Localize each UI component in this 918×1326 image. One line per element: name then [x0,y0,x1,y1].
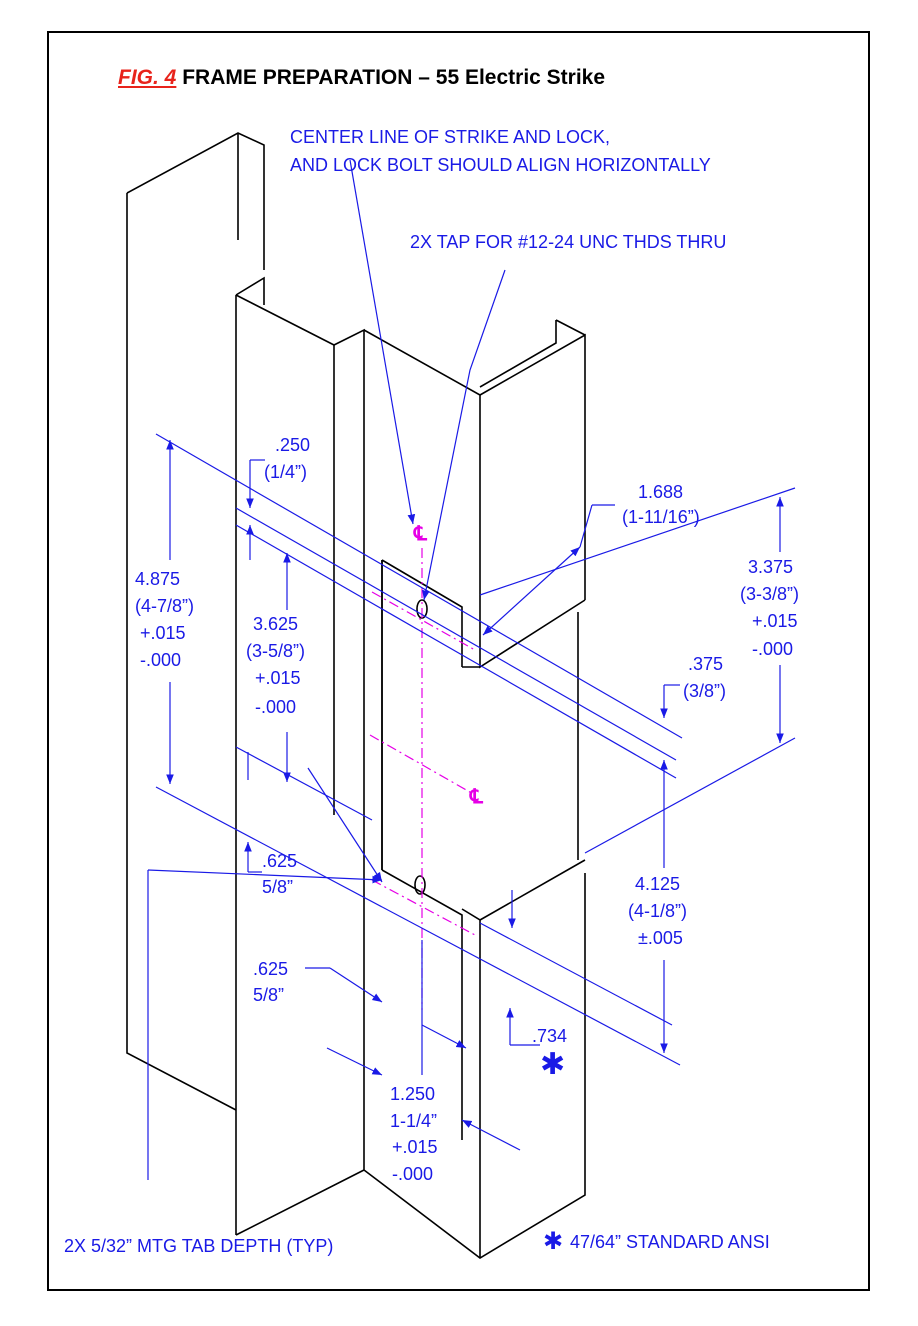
dim-375-value: .375 [688,654,723,674]
dim-3625-value: 3.625 [253,614,298,634]
asterisk-icon: ✱ [540,1047,565,1082]
drawing-border [47,31,870,1291]
dim-3625-fraction: (3-5/8”) [246,641,305,661]
note-tap: 2X TAP FOR #12-24 UNC THDS THRU [410,232,726,252]
center-lines [369,548,476,1010]
asterisk-legend-icon: ✱ [543,1227,563,1255]
dim-3375-plus: +.015 [752,611,798,631]
note-tab-depth: 2X 5/32” MTG TAB DEPTH (TYP) [64,1236,333,1256]
dim-625-lower-fraction: 5/8” [253,985,284,1005]
note-centerline-line1: CENTER LINE OF STRIKE AND LOCK, [290,127,610,147]
dim-3625-plus: +.015 [255,668,301,688]
dim-4125-value: 4.125 [635,874,680,894]
figure-title-text: FRAME PREPARATION – 55 Electric Strike [182,66,606,89]
dim-4875-minus: -.000 [140,650,181,670]
dim-734-value: .734 [532,1026,567,1046]
dim-625-lower-value: .625 [253,959,288,979]
dim-4875-value: 4.875 [135,569,180,589]
dim-625-upper-value: .625 [262,851,297,871]
note-ansi: 47/64” STANDARD ANSI [570,1232,770,1252]
dim-4125-fraction: (4-1/8”) [628,901,687,921]
dim-1688-fraction: (1-11/16”) [622,507,700,527]
dim-1250-value: 1.250 [390,1084,435,1104]
figure-title: FIG. 4 FRAME PREPARATION – 55 Electric S… [118,66,605,90]
figure-number: FIG. 4 [118,66,177,89]
dim-250-fraction: (1/4”) [264,462,307,482]
centerline-symbol-middle: ℄ [469,786,484,808]
dim-1688-value: 1.688 [638,482,683,502]
dim-625-upper-fraction: 5/8” [262,877,293,897]
lower-tap-hole [414,875,426,895]
dim-375-fraction: (3/8”) [683,681,726,701]
dim-3375-fraction: (3-3/8”) [740,584,799,604]
centerline-symbol-upper: ℄ [413,523,428,545]
dim-1250-minus: -.000 [392,1164,433,1184]
dim-4875-fraction: (4-7/8”) [135,596,194,616]
frame-outline [126,132,586,1259]
dim-250-value: .250 [275,435,310,455]
dim-3625-minus: -.000 [255,697,296,717]
dim-1250-plus: +.015 [392,1137,438,1157]
dim-1250-fraction: 1-1/4” [390,1111,437,1131]
dim-3375-value: 3.375 [748,557,793,577]
note-centerline-line2: AND LOCK BOLT SHOULD ALIGN HORIZONTALLY [290,155,711,175]
dim-3375-minus: -.000 [752,639,793,659]
dim-4125-tolerance: ±.005 [638,928,683,948]
dim-4875-plus: +.015 [140,623,186,643]
dimension-lines [147,159,796,1180]
